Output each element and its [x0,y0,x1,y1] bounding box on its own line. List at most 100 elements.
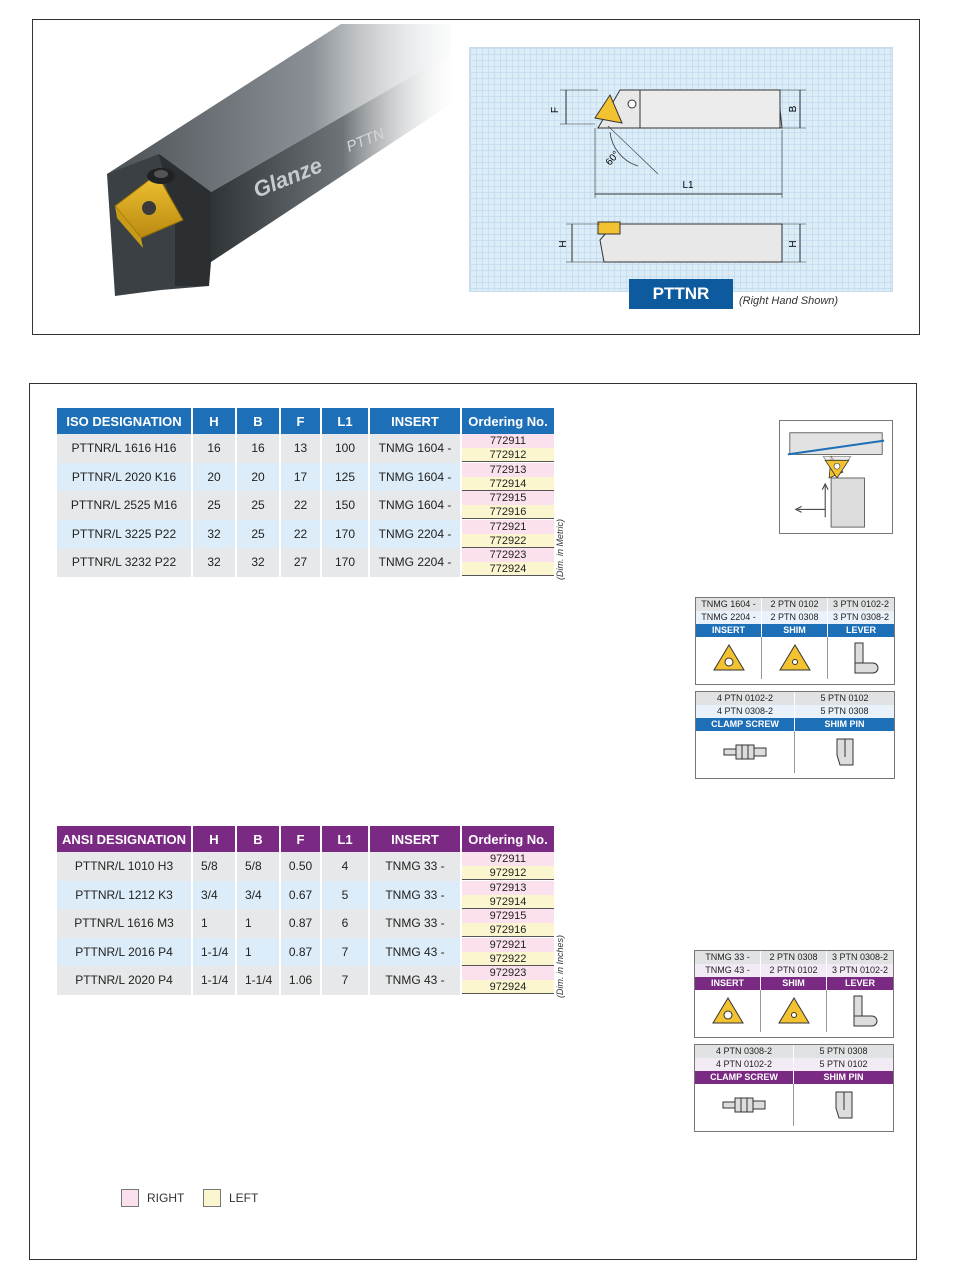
insert-cell: TNMG 33 - [370,852,460,881]
hand-note: (Right Hand Shown) [739,295,839,307]
table-row: PTTNR/L 1616 M3 1 1 0.87 6 TNMG 33 - 972… [57,909,554,938]
iso-header-l1: L1 [322,408,368,434]
orientation-diagram [779,420,893,534]
l1-cell: 4 [322,852,368,881]
part-lever-2: 3 PTN 0102-2 [827,964,893,977]
iso-header-ordering: Ordering No. [462,408,554,434]
part-shim-pin-2: 5 PTN 0102 [794,1058,893,1071]
ordering-left: 972916 [462,923,554,938]
clamp-screw-icon [696,731,795,773]
table-row: PTTNR/L 2020 K16 20 20 17 125 TNMG 1604 … [57,462,554,491]
part-clamp-screw-2: 4 PTN 0102-2 [695,1058,794,1071]
designation-cell: PTTNR/L 2016 P4 [57,937,191,966]
ansi-header-l1: L1 [322,826,368,852]
label-shim-pin: SHIM PIN [795,718,894,731]
insert-cell: TNMG 2204 - [370,548,460,577]
insert-icon [695,990,761,1032]
f-cell: 22 [281,491,320,520]
table-row: PTTNR/L 1616 H16 16 16 13 100 TNMG 1604 … [57,434,554,463]
ansi-parts-grid-2: 4 PTN 0308-2 5 PTN 0308 4 PTN 0102-2 5 P… [694,1044,894,1132]
h-cell: 16 [193,434,235,463]
table-row: PTTNR/L 1212 K3 3/4 3/4 0.67 5 TNMG 33 -… [57,880,554,910]
b-cell: 5/8 [237,852,279,881]
b-cell: 25 [237,491,279,520]
b-cell: 20 [237,462,279,491]
l1-cell: 170 [322,519,368,548]
insert-cell: TNMG 1604 - [370,491,460,520]
ansi-header-f: F [281,826,320,852]
l1-cell: 7 [322,937,368,966]
part-shim-pin-1: 5 PTN 0308 [794,1045,893,1058]
technical-drawing-panel: F B 60° L1 H H [469,47,893,292]
part-shim-2: 2 PTN 0102 [761,964,827,977]
b-cell: 32 [237,548,279,577]
dim-h-left-label: H [558,240,569,247]
designation-cell: PTTNR/L 1010 H3 [57,852,191,881]
ordering-left: 972924 [462,980,554,995]
ordering-left: 772912 [462,448,554,463]
part-lever-1: 3 PTN 0102-2 [828,598,894,611]
specification-panel: ISO DESIGNATION H B F L1 INSERT Ordering… [29,383,917,1260]
b-cell: 1 [237,909,279,938]
label-insert: INSERT [695,977,761,990]
part-insert-2: TNMG 43 - [695,964,761,977]
iso-spec-table: ISO DESIGNATION H B F L1 INSERT Ordering… [55,408,556,577]
label-shim: SHIM [761,977,827,990]
label-clamp-screw: CLAMP SCREW [696,718,795,731]
ordering-left: 972912 [462,866,554,881]
metric-unit-note: (Dim. in Metric) [555,519,565,580]
ordering-right: 972923 [462,966,554,981]
b-cell: 1 [237,937,279,966]
h-cell: 20 [193,462,235,491]
insert-cell: TNMG 33 - [370,880,460,909]
part-clamp-screw-1: 4 PTN 0308-2 [695,1045,794,1058]
tool-holder-illustration: Glanze PTTN [107,24,451,296]
part-shim-1: 2 PTN 0308 [761,951,827,964]
insert-icon [696,637,762,679]
part-lever-2: 3 PTN 0308-2 [828,611,894,624]
part-lever-1: 3 PTN 0308-2 [827,951,893,964]
insert-cell: TNMG 2204 - [370,519,460,548]
iso-header-f: F [281,408,320,434]
clamp-screw-icon [695,1084,794,1126]
f-cell: 0.87 [281,937,320,966]
inch-unit-note: (Dim. in Inches) [555,934,565,998]
f-cell: 1.06 [281,966,320,995]
iso-parts-grid-2: 4 PTN 0102-2 5 PTN 0102 4 PTN 0308-2 5 P… [695,691,895,779]
part-insert-1: TNMG 1604 - [696,598,762,611]
part-shim-pin-2: 5 PTN 0308 [795,705,894,718]
shim-icon [762,637,828,679]
dimension-drawing: F B 60° L1 H H [550,89,806,263]
f-cell: 22 [281,519,320,548]
insert-cell: TNMG 1604 - [370,462,460,491]
table-row: PTTNR/L 3225 P22 32 25 22 170 TNMG 2204 … [57,519,554,549]
designation-cell: PTTNR/L 3232 P22 [57,548,191,577]
table-row: PTTNR/L 2020 P4 1-1/4 1-1/4 1.06 7 TNMG … [57,966,554,995]
label-shim: SHIM [762,624,828,637]
iso-header-designation: ISO DESIGNATION [57,408,191,434]
b-cell: 16 [237,434,279,463]
h-cell: 3/4 [193,880,235,909]
shim-pin-icon [795,731,894,773]
lever-icon [828,637,894,679]
f-cell: 0.50 [281,852,320,881]
designation-cell: PTTNR/L 2020 K16 [57,462,191,491]
label-lever: LEVER [828,624,894,637]
legend-left-label: LEFT [229,1191,259,1205]
b-cell: 3/4 [237,880,279,909]
legend-right-label: RIGHT [147,1191,185,1205]
b-cell: 1-1/4 [237,966,279,995]
table-row: PTTNR/L 3232 P22 32 32 27 170 TNMG 2204 … [57,548,554,577]
insert-cell: TNMG 33 - [370,909,460,938]
iso-header-insert: INSERT [370,408,460,434]
designation-cell: PTTNR/L 1212 K3 [57,880,191,909]
ordering-right: 772915 [462,491,554,506]
part-clamp-screw-2: 4 PTN 0308-2 [696,705,795,718]
